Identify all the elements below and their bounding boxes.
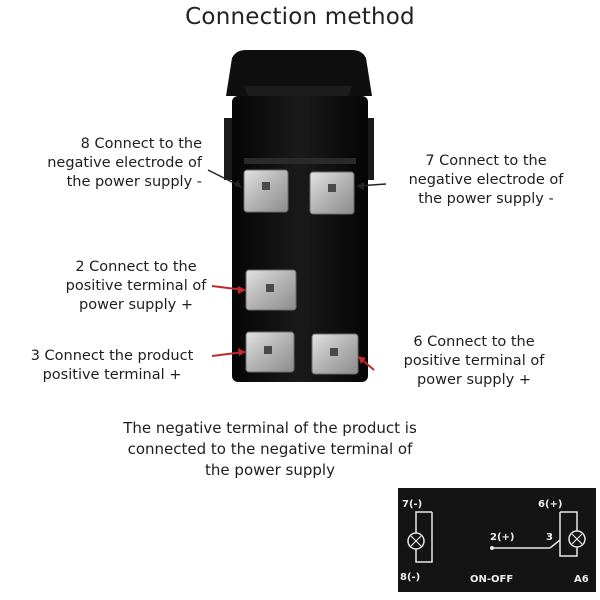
arrow-8 [207, 169, 241, 187]
pin3-callout-line2: positive terminal + [42, 367, 182, 383]
pin2-callout-line2: positive terminal of [65, 278, 207, 294]
schematic-label-pin2: 2(+) [490, 532, 514, 543]
pin6-callout-line1: 6 Connect to the [413, 334, 535, 350]
pin2-callout: 2 Connect to the positive terminal of po… [36, 258, 236, 315]
schematic-model-label: A6 [574, 574, 589, 585]
terminal-3 [245, 331, 295, 373]
body-ridge [244, 158, 356, 164]
schematic-background [398, 488, 596, 592]
ground-note: The negative terminal of the product is … [60, 418, 480, 481]
schematic-mode-label: ON-OFF [470, 574, 513, 585]
pin6-callout-line2: positive terminal of [403, 353, 545, 369]
pin3-callout-line1: 3 Connect the product [30, 348, 194, 364]
rocker-cap [226, 50, 372, 96]
pin7-callout-line3: the power supply - [418, 191, 554, 207]
ground-note-line3: the power supply [205, 461, 335, 479]
rocker-switch [224, 50, 374, 382]
pin8-callout-line3: the power supply - [66, 174, 202, 190]
schematic-label-pin8: 8(-) [400, 572, 420, 583]
pin8-callout-line1: 8 Connect to the [80, 136, 202, 152]
pin3-callout: 3 Connect the product positive terminal … [4, 347, 220, 385]
ground-note-line1: The negative terminal of the product is [123, 419, 417, 437]
pin8-callout: 8 Connect to the negative electrode of t… [47, 135, 202, 192]
schematic-label-pin7: 7(-) [402, 499, 422, 510]
pin6-callout-line3: power supply + [417, 372, 531, 388]
pin2-callout-line3: power supply + [79, 297, 193, 313]
terminal-2 [245, 269, 297, 311]
terminal-8 [243, 169, 289, 213]
pin7-callout-line1: 7 Connect to the [425, 153, 547, 169]
ground-note-line2: connected to the negative terminal of [127, 440, 413, 458]
diagram-title: Connection method [185, 4, 415, 30]
schematic-label-pin3: 3 [546, 532, 553, 543]
pin7-callout: 7 Connect to the negative electrode of t… [388, 152, 584, 209]
pin8-callout-line2: negative electrode of [47, 155, 202, 171]
schematic-label-pin6: 6(+) [538, 499, 562, 510]
pin2-callout-line1: 2 Connect to the [75, 259, 197, 275]
schematic: 7(-) 6(+) 2(+) 3 8(-) ON-OFF A6 [398, 488, 596, 592]
terminal-7 [309, 171, 355, 215]
pointer-arrows [207, 169, 387, 371]
terminal-6 [311, 333, 359, 375]
pin6-callout: 6 Connect to the positive terminal of po… [376, 333, 572, 390]
pin7-callout-line2: negative electrode of [408, 172, 564, 188]
terminals [243, 169, 359, 375]
